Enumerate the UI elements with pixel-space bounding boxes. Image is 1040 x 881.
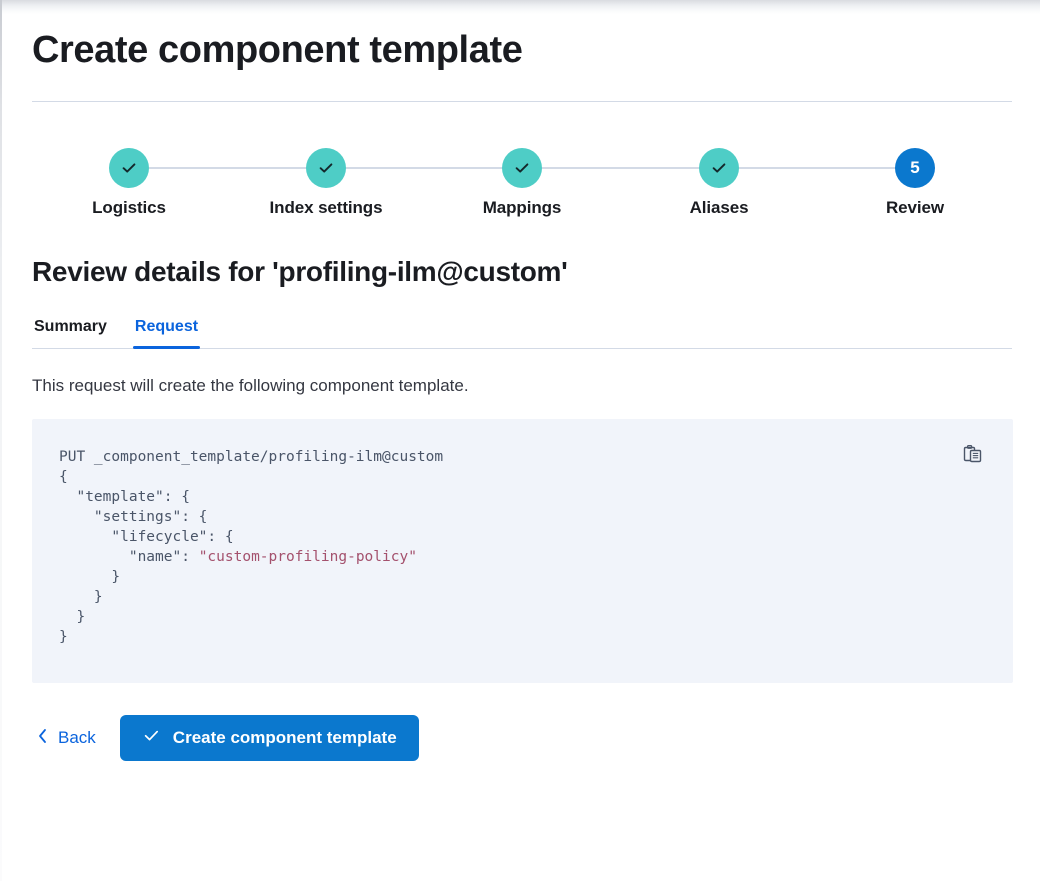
step-label: Mappings [482,197,562,217]
step-label: Index settings [269,197,383,217]
code-body-after: } } } } [59,569,121,646]
step-label: Review [886,197,944,217]
check-icon [513,159,531,177]
step-connector-2-3 [346,166,542,169]
tab-summary[interactable]: Summary [32,314,109,348]
back-button[interactable]: Back [32,721,100,756]
steps-track: Logistics Index settings [0,147,1040,238]
step-connector-3-4 [542,166,739,169]
create-component-template-button[interactable]: Create component template [119,715,419,762]
check-icon [120,159,138,177]
chevron-left-icon [36,727,49,750]
back-button-label: Back [58,728,96,748]
wizard-step-index-settings[interactable]: Index settings [226,147,426,218]
wizard-step-aliases[interactable]: Aliases [619,147,819,218]
review-heading: Review details for 'profiling-ilm@custom… [32,255,568,287]
code-body-before: { "template": { "settings": { "lifecycle… [59,469,234,566]
wizard-step-indicator: Logistics Index settings [0,147,1040,238]
step-label: Logistics [92,197,166,217]
request-code-block: PUT _component_template/profiling-ilm@cu… [32,419,1013,684]
step-connector-1-2 [149,166,346,169]
step-status-circle: 5 [895,147,935,188]
step-status-circle [502,147,542,188]
title-divider [32,100,1012,102]
wizard-step-review[interactable]: 5 Review [815,147,1015,218]
code-string-value: "custom-profiling-policy" [198,549,417,566]
review-tabs: Summary Request [32,314,1012,349]
create-component-template-button-label: Create component template [172,728,397,748]
create-component-template-page: Create component template Logistics [0,29,1040,762]
step-status-circle [306,147,346,188]
request-description: This request will create the following c… [32,375,469,395]
step-number: 5 [910,157,920,177]
check-icon [142,726,161,750]
page-title: Create component template [32,29,523,71]
code-request-line: PUT _component_template/profiling-ilm@cu… [59,449,444,466]
check-icon [710,159,728,177]
check-icon [317,159,335,177]
step-status-circle [699,147,739,188]
clipboard-copy-icon[interactable] [960,441,986,467]
wizard-step-mappings[interactable]: Mappings [422,147,622,218]
wizard-step-logistics[interactable]: Logistics [29,147,229,218]
step-connector-4-5 [739,166,935,169]
tab-request[interactable]: Request [132,314,201,349]
request-code-text: PUT _component_template/profiling-ilm@cu… [32,447,1013,647]
step-status-circle [109,147,149,188]
step-label: Aliases [689,197,749,217]
wizard-footer-actions: Back Create component template [32,715,1040,762]
